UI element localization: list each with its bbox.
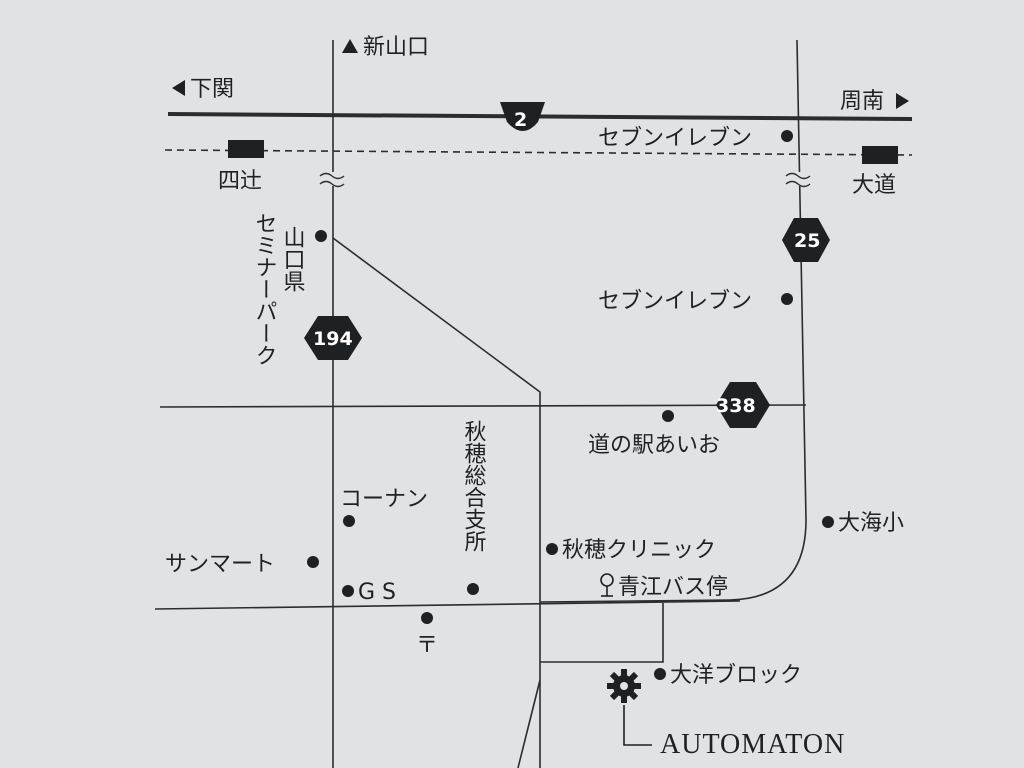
spur-road <box>540 603 664 663</box>
dot-icon <box>343 515 355 527</box>
destination-label: AUTOMATON <box>660 729 845 760</box>
dot-icon <box>315 230 327 242</box>
gear-icon <box>607 669 641 703</box>
place-konan[interactable]: コーナン <box>340 487 428 527</box>
direction-east-label: 周南 <box>840 89 884 114</box>
lower-road <box>154 600 741 610</box>
seminar-park-line-2: セミナーパーク <box>252 212 277 366</box>
akiho-branch-label: 秋穂総合支所 <box>461 420 487 552</box>
dot-icon <box>307 556 319 568</box>
place-akiho-branch[interactable]: 秋穂総合支所 <box>461 420 487 595</box>
route-194-shield: 194 <box>304 316 362 360</box>
direction-west-label: 下関 <box>190 77 234 102</box>
route-194-number: 194 <box>313 328 353 350</box>
dot-icon <box>781 293 793 305</box>
station-daido-marker <box>862 146 898 164</box>
post-office-icon: 〒 <box>416 633 438 658</box>
place-taiyo-block[interactable]: 大洋ブロック <box>654 663 802 688</box>
diagonal-road <box>332 237 541 768</box>
gas-station-label: G S <box>358 580 396 605</box>
route-2-shield: 2 <box>500 102 545 131</box>
michi-no-eki-label: 道の駅あいお <box>588 433 720 458</box>
road-break-mark-west <box>319 172 345 188</box>
road-break-mark-east <box>785 172 811 188</box>
dot-icon <box>421 612 433 624</box>
dot-icon <box>467 583 479 595</box>
place-akiho-clinic[interactable]: 秋穂クリニック <box>546 538 716 563</box>
place-michi-no-eki[interactable]: 道の駅あいお <box>588 410 720 458</box>
akiho-clinic-label: 秋穂クリニック <box>562 538 716 563</box>
destination-leader-line <box>623 705 652 746</box>
route-338-road <box>159 404 807 408</box>
place-post-office[interactable]: 〒 <box>416 612 438 658</box>
direction-north-label: 新山口 <box>363 35 429 60</box>
place-seven-eleven-north[interactable]: セブンイレブン <box>598 126 793 151</box>
seven-eleven-north-label: セブンイレブン <box>598 126 752 151</box>
route-25-shield: 25 <box>782 218 830 262</box>
dot-icon <box>781 130 793 142</box>
direction-west[interactable]: 下関 <box>172 77 234 102</box>
direction-north[interactable]: 新山口 <box>342 35 429 60</box>
seminar-park-line-1: 山口県 <box>280 226 306 292</box>
station-yotsutsuji-marker <box>228 140 264 158</box>
triangle-arrow-icon <box>342 39 358 53</box>
sun-mart-label: サンマート <box>165 552 275 577</box>
national-route-2 <box>167 112 913 121</box>
taiyo-block-label: 大洋ブロック <box>670 663 802 688</box>
station-daido-label: 大道 <box>852 173 896 198</box>
konan-label: コーナン <box>340 487 428 512</box>
place-aoe-bus-stop[interactable]: 青江バス停 <box>600 573 728 600</box>
dot-icon <box>546 543 558 555</box>
seven-eleven-south-label: セブンイレブン <box>598 289 752 314</box>
route-25-number: 25 <box>794 230 820 252</box>
route-338-shield: 338 <box>716 382 770 428</box>
place-omi-elementary[interactable]: 大海小 <box>822 511 904 536</box>
route-25-road <box>539 39 807 603</box>
dot-icon <box>654 668 666 680</box>
roads <box>154 39 913 768</box>
triangle-arrow-icon <box>896 93 909 109</box>
dot-icon <box>342 585 354 597</box>
place-gas-station[interactable]: G S <box>342 580 396 605</box>
triangle-arrow-icon <box>172 80 185 96</box>
place-sun-mart[interactable]: サンマート <box>165 552 319 577</box>
route-338-number: 338 <box>716 395 756 417</box>
destination-automaton[interactable]: AUTOMATON <box>607 669 845 760</box>
aoe-bus-stop-label: 青江バス停 <box>618 575 728 600</box>
dot-icon <box>822 516 834 528</box>
station-yotsutsuji-label: 四辻 <box>218 169 262 194</box>
lower-diagonal-road <box>517 679 541 768</box>
place-seven-eleven-south[interactable]: セブンイレブン <box>598 289 793 314</box>
bus-stop-icon <box>600 573 614 597</box>
place-seminar-park[interactable]: 山口県 セミナーパーク <box>252 212 328 366</box>
railway-line <box>164 149 913 156</box>
omi-elementary-label: 大海小 <box>838 511 904 536</box>
dot-icon <box>662 410 674 422</box>
direction-east[interactable]: 周南 <box>840 89 909 114</box>
route-2-number: 2 <box>514 109 527 131</box>
